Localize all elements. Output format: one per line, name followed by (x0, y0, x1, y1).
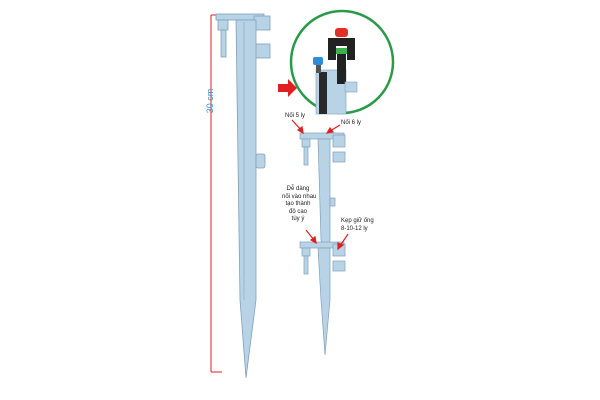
callout-line: 8-10-12 ly (341, 225, 368, 232)
callout-line: Kẹp giữ ống (341, 218, 374, 224)
callout-line: nối vào nhau (282, 193, 317, 200)
callout-line: tạo thành (285, 201, 311, 207)
sprinkler-detail (289, 9, 395, 115)
callout-connector-6: Nối 6 ly (341, 120, 362, 126)
tall-stake (215, 13, 271, 379)
callout-line: độ cao (288, 208, 307, 215)
stacked-stakes (299, 132, 346, 356)
callout-stackable: Dễ dàng nối vào nhau tạo thành độ cao tù… (282, 186, 317, 224)
dimension-line (210, 14, 222, 373)
callout-line: Dễ dàng (286, 186, 310, 192)
dimension-label: 30 cm (205, 88, 215, 114)
red-arrow-icon (278, 79, 297, 97)
callout-arrows (291, 119, 349, 251)
callout-connector-5: Nối 5 ly (285, 113, 306, 119)
callout-clip: Kẹp giữ ống 8-10-12 ly (341, 218, 374, 233)
callout-line: tùy ý (291, 216, 305, 222)
